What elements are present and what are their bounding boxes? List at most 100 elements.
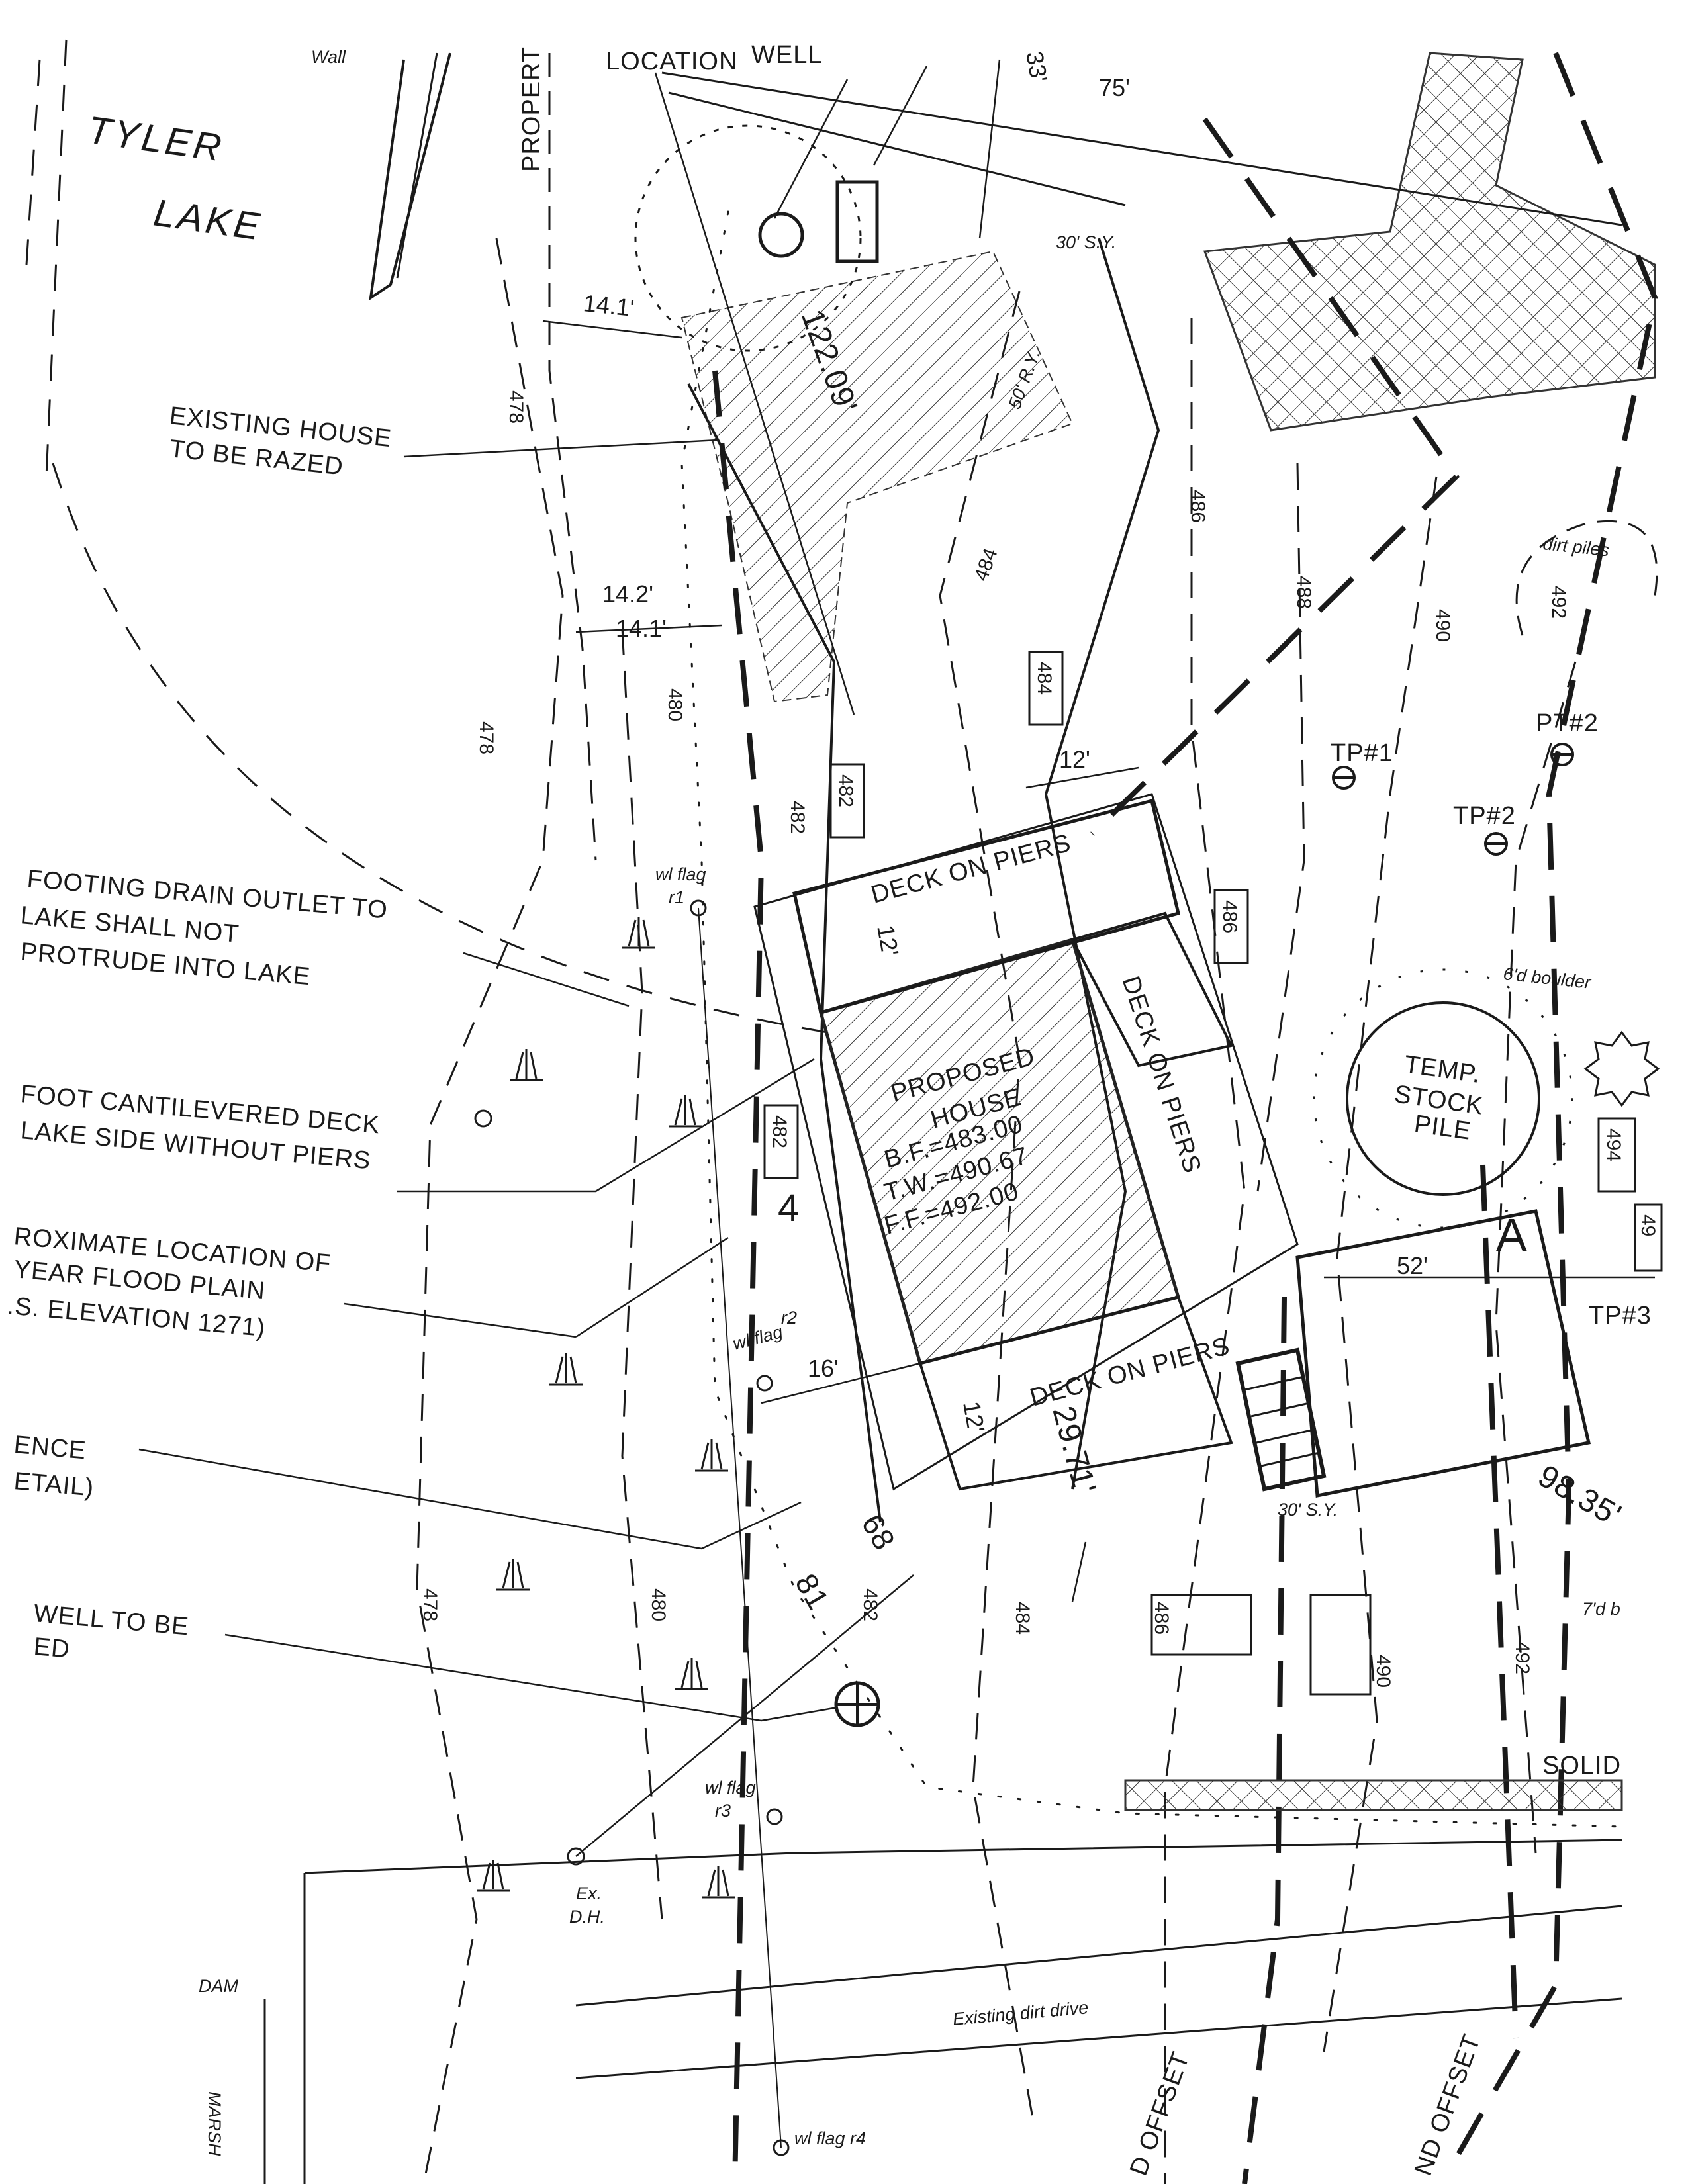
dim-16: 16' bbox=[808, 1355, 839, 1382]
wetland-flag-line bbox=[698, 907, 782, 2148]
well-raze-note-2: ED bbox=[32, 1633, 71, 1664]
dim-14-1-top: 14.1' bbox=[582, 289, 635, 322]
contour-label-490a: 490 bbox=[1432, 609, 1454, 642]
deck-top-label: DECK ON PIERS bbox=[868, 829, 1074, 909]
lake-name-line-2: LAKE bbox=[151, 191, 265, 249]
setback-heavy-dashed-3 bbox=[712, 370, 765, 2184]
deck-bottom bbox=[918, 1295, 1233, 1491]
fence-note-2: ETAIL) bbox=[13, 1467, 95, 1502]
point-a-label: A bbox=[1496, 1209, 1530, 1261]
contour-486 bbox=[1164, 318, 1246, 2184]
lake-boundary-arc bbox=[25, 59, 828, 1034]
setback-heavy-dashed-5 bbox=[1480, 1164, 1519, 2039]
setback-circle bbox=[634, 124, 862, 352]
exdh-label-1: Ex. bbox=[576, 1884, 602, 1903]
boulder2-label: 7'd b bbox=[1582, 1599, 1620, 1619]
tp1-label: TP#1 bbox=[1331, 739, 1393, 767]
contour-box-494 bbox=[1597, 1117, 1636, 1193]
dirt-drive-label: Existing dirt drive bbox=[952, 1997, 1089, 2029]
lake-left-line bbox=[45, 39, 68, 477]
driveway-crosshatch bbox=[1203, 52, 1656, 432]
contour-label-484a: 484 bbox=[970, 545, 1002, 584]
dimension-lines bbox=[542, 320, 1655, 1602]
deck-top bbox=[792, 798, 1180, 1015]
wlflag-r1-label-1: wl flag bbox=[655, 864, 706, 884]
setback-heavy-dashed-4 bbox=[1242, 1297, 1287, 2184]
contour-label-490b: 490 bbox=[1372, 1655, 1394, 1688]
contour-490 bbox=[1323, 476, 1438, 2052]
dim-33: 33' bbox=[1021, 49, 1053, 84]
contour-box-482b bbox=[763, 1104, 799, 1179]
boulder-icon bbox=[1583, 1030, 1660, 1107]
boulder-label: 6'd boulder bbox=[1502, 964, 1592, 993]
location-label: LOCATION bbox=[606, 48, 737, 75]
contour-label-49: 49 bbox=[1637, 1214, 1659, 1236]
dim-12-top: 12' bbox=[1059, 746, 1090, 773]
limit-line bbox=[661, 71, 1622, 226]
dim-12-left: 12' bbox=[872, 923, 904, 958]
wlflag-r3-label-1: wl flag bbox=[705, 1778, 756, 1797]
contour-box-484 bbox=[1028, 651, 1064, 726]
contour-label-492a: 492 bbox=[1548, 586, 1570, 619]
house-outline-dashed bbox=[753, 793, 1299, 1491]
contour-label-480a: 480 bbox=[664, 688, 686, 721]
drive-edge-2 bbox=[575, 1997, 1622, 2079]
well-label: WELL bbox=[751, 41, 822, 69]
dirt-piles-outline bbox=[1515, 520, 1658, 636]
exdh-label-2: D.H. bbox=[569, 1907, 605, 1927]
contour-478 bbox=[416, 238, 564, 2184]
contour-488 bbox=[1256, 463, 1305, 1192]
dim-98-35: 98.35' bbox=[1532, 1459, 1628, 1534]
setback-heavy-dashed-1 bbox=[1090, 117, 1460, 836]
test-pit-markers bbox=[1332, 743, 1574, 856]
contour-label-482a: 482 bbox=[786, 801, 808, 834]
contour-label-482-box: 482 bbox=[835, 774, 857, 807]
pt2-label: PT#2 bbox=[1536, 709, 1599, 737]
footing-note-3: PROTRUDE INTO LAKE bbox=[19, 938, 312, 991]
garage-pad bbox=[1295, 1209, 1591, 1498]
contour-label-81: 81 bbox=[788, 1568, 836, 1615]
contour-label-484-box: 484 bbox=[1033, 662, 1055, 695]
contour-label-478b: 478 bbox=[475, 721, 497, 754]
angle-4-label: 4 bbox=[778, 1187, 802, 1230]
dirt-piles-label: dirt piles bbox=[1542, 533, 1610, 560]
contour-box-49 bbox=[1634, 1203, 1663, 1272]
property-line bbox=[548, 53, 597, 861]
wlflag-r2-label-2: wl flag bbox=[731, 1322, 785, 1354]
well-circle bbox=[758, 212, 804, 258]
wall-outline bbox=[396, 52, 438, 279]
offset-label-2: ND OFFSET bbox=[1409, 2030, 1486, 2179]
stairs bbox=[1235, 1347, 1327, 1492]
lake-name-line-1: TYLER bbox=[85, 109, 226, 170]
offset-label-1: D OFFSET bbox=[1125, 2048, 1195, 2179]
solid-label: SOLID bbox=[1542, 1752, 1621, 1780]
setback-heavy-dashed-2 bbox=[1454, 52, 1658, 2159]
setback-30-top: 30' S.Y. bbox=[1056, 232, 1116, 252]
deck-right bbox=[1070, 911, 1233, 1068]
tp3-label: TP#3 bbox=[1589, 1302, 1652, 1330]
property-label: PROPERT bbox=[518, 46, 545, 172]
dim-52: 52' bbox=[1397, 1252, 1428, 1279]
existing-house-hatched bbox=[680, 250, 1074, 703]
wlflag-r3-label-2: r3 bbox=[715, 1801, 731, 1821]
contour-label-482-box2: 482 bbox=[769, 1115, 790, 1148]
contour-480 bbox=[621, 628, 663, 1920]
wlflag-r2-label-1: r2 bbox=[781, 1308, 797, 1328]
contour-482 bbox=[687, 383, 882, 1523]
property-wall bbox=[369, 52, 451, 301]
contour-label-478a: 478 bbox=[505, 390, 527, 424]
dim-75: 75' bbox=[1099, 74, 1130, 101]
solid-fence bbox=[1124, 1779, 1623, 1811]
dim-12-bottom: 12' bbox=[958, 1399, 990, 1434]
dam-line bbox=[304, 1839, 1622, 1874]
marsh-label: MARSH bbox=[205, 2091, 224, 2156]
contour-label-482b: 482 bbox=[859, 1588, 881, 1621]
silt-fence-dotted bbox=[680, 210, 1623, 1828]
stockpile-limit bbox=[1313, 968, 1573, 1229]
deck-bottom-label: DECK ON PIERS bbox=[1027, 1332, 1233, 1412]
utility-box-1 bbox=[1150, 1594, 1252, 1656]
marsh-grass-symbols bbox=[477, 917, 735, 1899]
contour-label-486b: 486 bbox=[1150, 1602, 1172, 1635]
contour-label-484b: 484 bbox=[1011, 1602, 1033, 1635]
